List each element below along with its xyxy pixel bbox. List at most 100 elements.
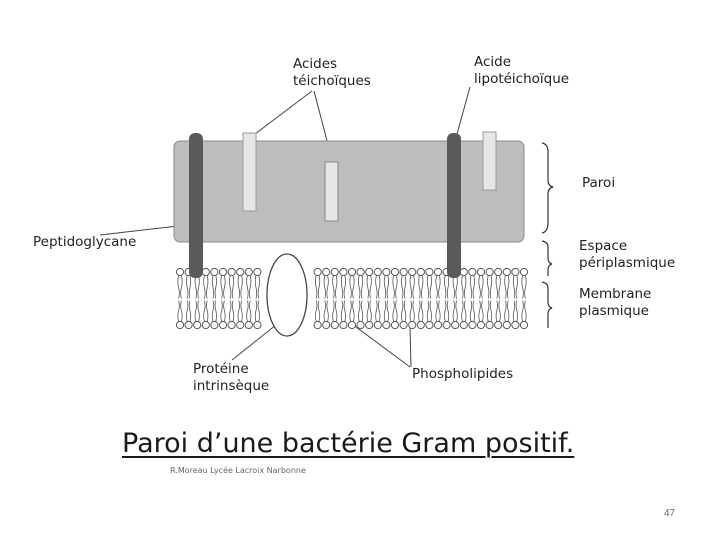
brace-membrane xyxy=(542,282,552,328)
lipid-head xyxy=(520,321,527,328)
lipid-head xyxy=(314,268,321,275)
lipid-head xyxy=(434,268,441,275)
peptidoglycan-layer xyxy=(174,141,524,242)
lipid-tail xyxy=(255,276,259,299)
lipoteichoic-rod-1 xyxy=(189,133,203,278)
lipid-tail xyxy=(238,276,242,299)
lipid-tail xyxy=(496,301,500,322)
lipid-tail xyxy=(247,301,251,322)
lipid-head xyxy=(512,268,519,275)
lipid-head xyxy=(194,321,201,328)
lipid-head xyxy=(443,321,450,328)
lipid-head xyxy=(323,268,330,275)
lipid-head xyxy=(452,321,459,328)
lipid-head xyxy=(176,268,183,275)
label-lipoteichoic-acid: Acide lipotéichoïque xyxy=(474,54,569,88)
lipid-tail xyxy=(410,301,414,322)
lipid-tail xyxy=(436,276,440,299)
lipid-tail xyxy=(341,276,345,299)
lipid-head xyxy=(254,321,261,328)
lipid-tail xyxy=(367,301,371,322)
label-intrinsic-protein: Protéine intrinsèque xyxy=(193,361,269,395)
lipid-head xyxy=(202,268,209,275)
lipid-tail xyxy=(513,276,517,299)
lipid-tail xyxy=(427,301,431,322)
label-peptidoglycan: Peptidoglycane xyxy=(33,234,136,251)
lipid-tail xyxy=(376,301,380,322)
lipid-head xyxy=(254,268,261,275)
lipid-head xyxy=(331,321,338,328)
teichoic-acid-2 xyxy=(325,162,338,221)
lipid-head xyxy=(469,268,476,275)
lipid-tail xyxy=(393,276,397,299)
lipid-head xyxy=(460,268,467,275)
lipid-tail xyxy=(444,276,448,299)
lipid-tail xyxy=(178,276,182,299)
lipid-tail xyxy=(341,301,345,322)
lipid-head xyxy=(237,321,244,328)
leader-protein xyxy=(232,325,276,360)
lipid-head xyxy=(323,321,330,328)
lipid-head xyxy=(409,268,416,275)
lipid-tail xyxy=(410,276,414,299)
lipid-head xyxy=(374,268,381,275)
lipid-tail xyxy=(487,276,491,299)
lipid-head xyxy=(366,321,373,328)
lipid-head xyxy=(331,268,338,275)
credit-line: R.Moreau Lycée Lacroix Narbonne xyxy=(170,466,306,475)
lipid-tail xyxy=(186,301,190,322)
lipid-tail xyxy=(444,301,448,322)
lipid-head xyxy=(460,321,467,328)
lipid-head xyxy=(348,268,355,275)
lipid-tail xyxy=(186,276,190,299)
lipid-head xyxy=(495,268,502,275)
lipid-tail xyxy=(384,301,388,322)
lipid-head xyxy=(211,321,218,328)
lipid-tail xyxy=(419,276,423,299)
lipid-tail xyxy=(315,276,319,299)
lipid-head xyxy=(245,268,252,275)
lipid-head xyxy=(357,321,364,328)
lipid-tail xyxy=(462,301,466,322)
lipid-tail xyxy=(470,276,474,299)
lipid-head xyxy=(503,268,510,275)
phospholipid-bilayer xyxy=(176,268,527,328)
lipid-tail xyxy=(522,276,526,299)
lipid-head xyxy=(340,268,347,275)
leader-phospho-1 xyxy=(352,324,410,367)
lipid-tail xyxy=(358,276,362,299)
brace-wall xyxy=(542,143,553,233)
lipid-head xyxy=(374,321,381,328)
lipid-head xyxy=(245,321,252,328)
lipid-tail xyxy=(229,301,233,322)
lipid-tail xyxy=(479,301,483,322)
lipid-tail xyxy=(513,301,517,322)
lipid-head xyxy=(366,268,373,275)
lipid-head xyxy=(512,321,519,328)
lipid-tail xyxy=(453,301,457,322)
lipid-tail xyxy=(384,276,388,299)
lipid-tail xyxy=(393,301,397,322)
lipid-tail xyxy=(204,301,208,322)
intrinsic-protein xyxy=(267,254,307,336)
lipid-head xyxy=(202,321,209,328)
lipid-tail xyxy=(315,301,319,322)
lipid-tail xyxy=(350,276,354,299)
label-teichoic-acids: Acides téichoïques xyxy=(293,56,371,90)
lipid-tail xyxy=(255,301,259,322)
lipid-tail xyxy=(496,276,500,299)
lipid-tail xyxy=(487,301,491,322)
lipid-head xyxy=(391,321,398,328)
lipid-tail xyxy=(221,276,225,299)
lipid-head xyxy=(486,321,493,328)
lipid-head xyxy=(383,268,390,275)
lipid-head xyxy=(211,268,218,275)
lipid-head xyxy=(348,321,355,328)
lipid-tail xyxy=(401,276,405,299)
lipid-tail xyxy=(324,301,328,322)
lipid-head xyxy=(409,321,416,328)
lipid-head xyxy=(228,321,235,328)
lipid-tail xyxy=(401,301,405,322)
lipid-tail xyxy=(453,276,457,299)
lipid-head xyxy=(400,268,407,275)
